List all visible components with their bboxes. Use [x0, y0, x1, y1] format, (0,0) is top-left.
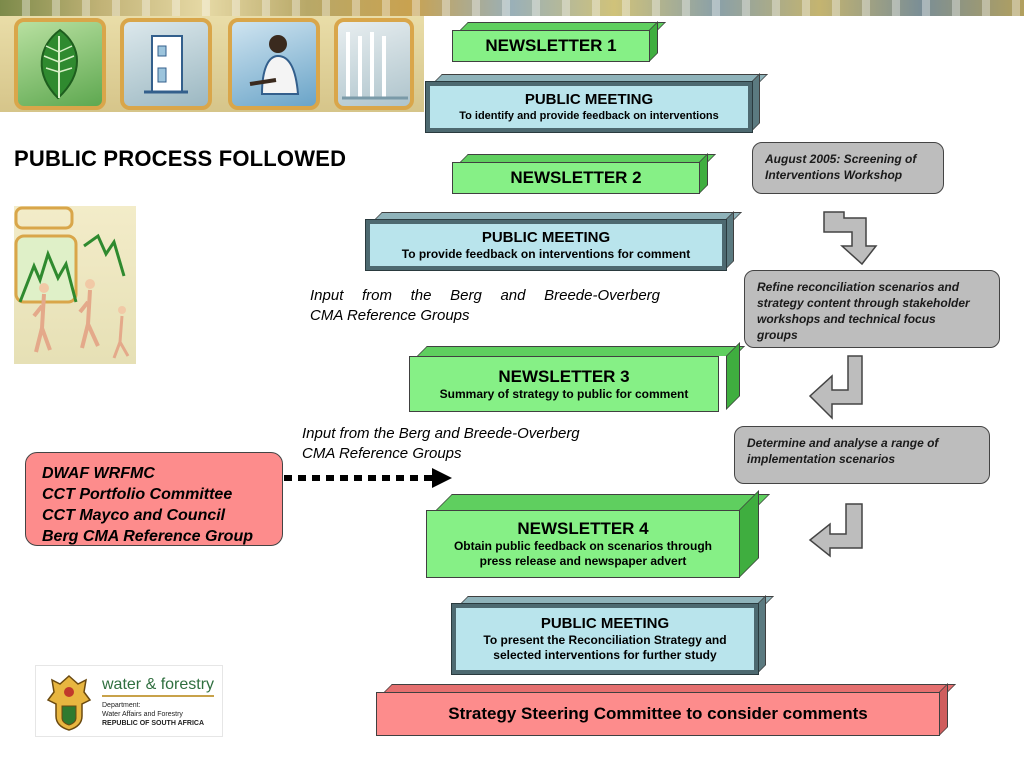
public-meeting-1-label: PUBLIC MEETING	[524, 90, 654, 108]
waterfall-image-tile	[334, 18, 414, 110]
steering-committee-box: Strategy Steering Committee to consider …	[376, 683, 956, 736]
stakeholder-2: CCT Portfolio Committee	[42, 486, 233, 503]
refine-note-line1: Refine reconciliation scenarios and	[757, 280, 960, 294]
hikers-icon	[14, 206, 130, 359]
stakeholder-box: DWAF WRFMC CCT Portfolio Committee CCT M…	[25, 452, 283, 546]
refine-note-line3: workshops and technical focus	[757, 312, 936, 326]
stakeholder-1: DWAF WRFMC	[42, 465, 155, 482]
waterfall-icon	[342, 32, 408, 100]
bent-arrow-down-icon	[823, 211, 878, 266]
input-note-1-line1: Input from the Berg and Breede-Overberg	[310, 287, 660, 304]
steering-committee-label: Strategy Steering Committee to consider …	[448, 704, 868, 723]
leaf-image-tile	[14, 18, 106, 110]
logo-line-2: Water Affairs and Forestry	[102, 711, 183, 718]
public-meeting-1-box: PUBLIC MEETING To identify and provide f…	[425, 73, 768, 133]
newsletter-3-box: NEWSLETTER 3 Summary of strategy to publ…	[409, 342, 745, 412]
public-meeting-3-detail-line1: To present the Reconciliation Strategy a…	[483, 633, 727, 647]
input-note-1-line2: CMA Reference Groups	[310, 307, 470, 324]
bent-arrow-left-icon-1	[808, 355, 863, 420]
public-meeting-1-detail: To identify and provide feedback on inte…	[459, 109, 719, 122]
logo-divider	[102, 695, 214, 697]
input-note-2-line2: CMA Reference Groups	[302, 445, 462, 462]
workshop-note: August 2005: Screening of Interventions …	[752, 142, 944, 194]
newsletter-4-label: NEWSLETTER 4	[517, 519, 649, 538]
newsletter-2-box: NEWSLETTER 2	[452, 153, 716, 194]
coat-of-arms-icon	[46, 674, 92, 731]
dotted-arrow-icon	[284, 468, 452, 488]
newsletter-4-box: NEWSLETTER 4 Obtain public feedback on s…	[426, 490, 770, 580]
department-logo: water & forestry Department: Water Affai…	[35, 665, 223, 737]
refine-note-line4: groups	[757, 328, 798, 342]
header-strip	[0, 0, 1024, 16]
newsletter-3-detail: Summary of strategy to public for commen…	[439, 386, 689, 401]
water-tower-image-tile	[120, 18, 212, 110]
bent-arrow-left-icon-2	[808, 503, 863, 558]
hikers-image	[14, 206, 136, 364]
analyse-note-line2: implementation scenarios	[747, 452, 896, 466]
logo-line-1: Department:	[102, 702, 141, 709]
stakeholder-3: CCT Mayco and Council	[42, 507, 226, 524]
newsletter-1-label: NEWSLETTER 1	[485, 36, 617, 55]
newsletter-3-label: NEWSLETTER 3	[498, 366, 630, 386]
newsletter-4-detail-line1: Obtain public feedback on scenarios thro…	[453, 539, 713, 553]
newsletter-4-detail-line2: press release and newspaper advert	[479, 554, 687, 568]
analyse-scenarios-note: Determine and analyse a range of impleme…	[734, 426, 990, 484]
public-meeting-2-label: PUBLIC MEETING	[481, 228, 611, 246]
newsletter-2-label: NEWSLETTER 2	[510, 168, 642, 187]
newsletter-1-box: NEWSLETTER 1	[452, 21, 666, 62]
public-meeting-2-box: PUBLIC MEETING To provide feedback on in…	[365, 211, 742, 271]
logo-department: Department: Water Affairs and Forestry R…	[102, 701, 204, 728]
person-washing-image-tile	[228, 18, 320, 110]
page-title: PUBLIC PROCESS FOLLOWED	[14, 146, 347, 171]
stakeholder-4: Berg CMA Reference Group	[42, 528, 253, 545]
water-tower-icon	[144, 35, 188, 94]
leaf-icon	[40, 28, 78, 100]
logo-line-3: REPUBLIC OF SOUTH AFRICA	[102, 720, 205, 727]
analyse-note-line1: Determine and analyse a range of	[747, 436, 939, 450]
workshop-note-line2: Interventions Workshop	[765, 168, 903, 182]
input-note-1: Input from the Berg and Breede-Overberg …	[310, 286, 660, 326]
person-icon	[249, 35, 300, 95]
public-meeting-3-box: PUBLIC MEETING To present the Reconcilia…	[451, 595, 774, 675]
workshop-note-line1: August 2005: Screening of	[765, 152, 917, 166]
public-meeting-3-detail-line2: selected interventions for further study	[493, 648, 717, 662]
logo-brand: water & forestry	[102, 676, 215, 693]
input-note-2: Input from the Berg and Breede-Overberg …	[302, 424, 642, 464]
refine-scenarios-note: Refine reconciliation scenarios and stra…	[744, 270, 1000, 348]
input-note-2-line1: Input from the Berg and Breede-Overberg	[302, 425, 580, 442]
public-meeting-2-detail: To provide feedback on interventions for…	[401, 246, 691, 261]
public-meeting-3-label: PUBLIC MEETING	[540, 615, 670, 632]
refine-note-line2: strategy content through stakeholder	[757, 296, 970, 310]
